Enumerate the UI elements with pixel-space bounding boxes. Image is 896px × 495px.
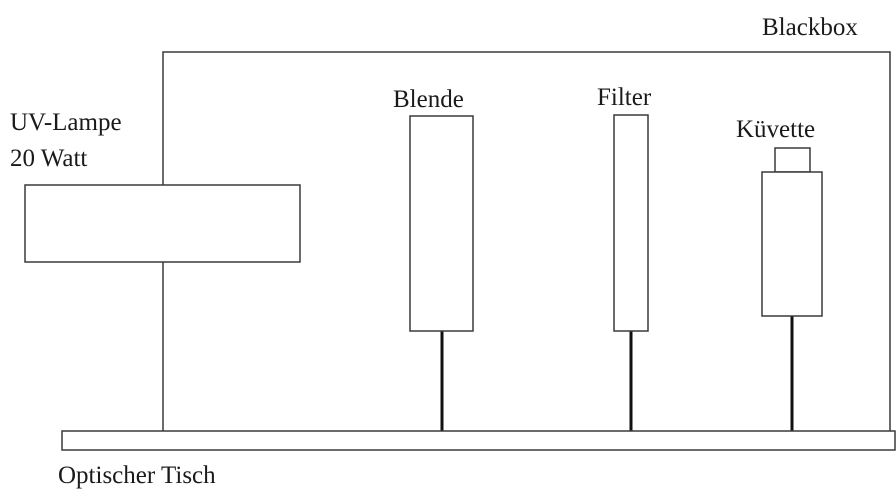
aperture-label: Blende [393, 86, 464, 113]
uv-lamp-label-line1: UV-Lampe [10, 109, 122, 136]
aperture-body [409, 115, 474, 332]
cuvette-body [761, 171, 823, 317]
filter-body [613, 114, 649, 332]
filter-label: Filter [597, 84, 652, 111]
blackbox-label: Blackbox [762, 14, 858, 41]
uv-lamp-housing [24, 184, 301, 263]
uv-lamp-label-line2: 20 Watt [10, 145, 88, 172]
cuvette-label: Küvette [736, 116, 816, 143]
optical-table-rail [61, 430, 896, 451]
cuvette-cap [774, 147, 811, 173]
optical-table-label: Optischer Tisch [58, 462, 216, 489]
